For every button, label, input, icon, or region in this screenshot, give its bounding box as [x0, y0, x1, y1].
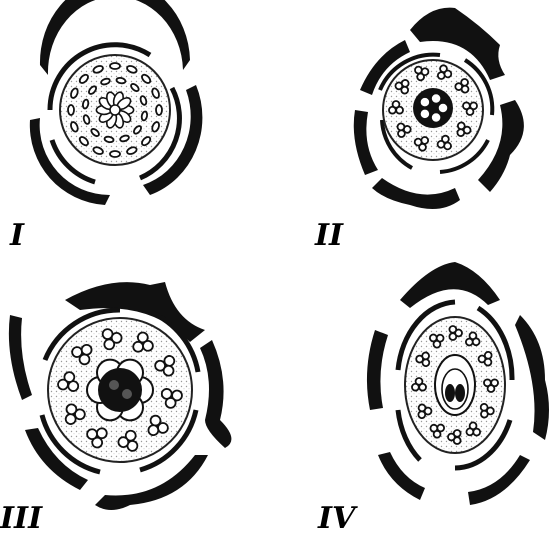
diagram-III: III [0, 282, 231, 534]
label-II: II [314, 218, 344, 253]
diagram-I: I [9, 0, 202, 253]
label-IV: IV [317, 501, 358, 534]
stamen [68, 105, 74, 115]
stamen [116, 77, 126, 84]
ovule [431, 113, 441, 123]
stamen [82, 99, 89, 109]
label-III: III [0, 501, 43, 534]
ovule [438, 103, 448, 113]
ovule [122, 389, 132, 399]
gynoecium [87, 360, 153, 421]
gynoecium [435, 355, 475, 415]
stamen [110, 151, 120, 157]
diagram-IV: IV [317, 262, 549, 534]
ovule [420, 97, 430, 107]
stamen [141, 111, 148, 121]
ovule [109, 380, 119, 390]
gynoecium [413, 88, 453, 128]
ovary-core [98, 368, 142, 412]
ovule [431, 93, 441, 103]
ovule [455, 384, 465, 402]
stamen [104, 136, 114, 143]
stamen [156, 105, 162, 115]
label-I: I [9, 218, 25, 253]
ovule [420, 109, 430, 119]
diagram-II: II [314, 8, 524, 253]
ovule [445, 384, 455, 402]
stamen [110, 63, 120, 69]
